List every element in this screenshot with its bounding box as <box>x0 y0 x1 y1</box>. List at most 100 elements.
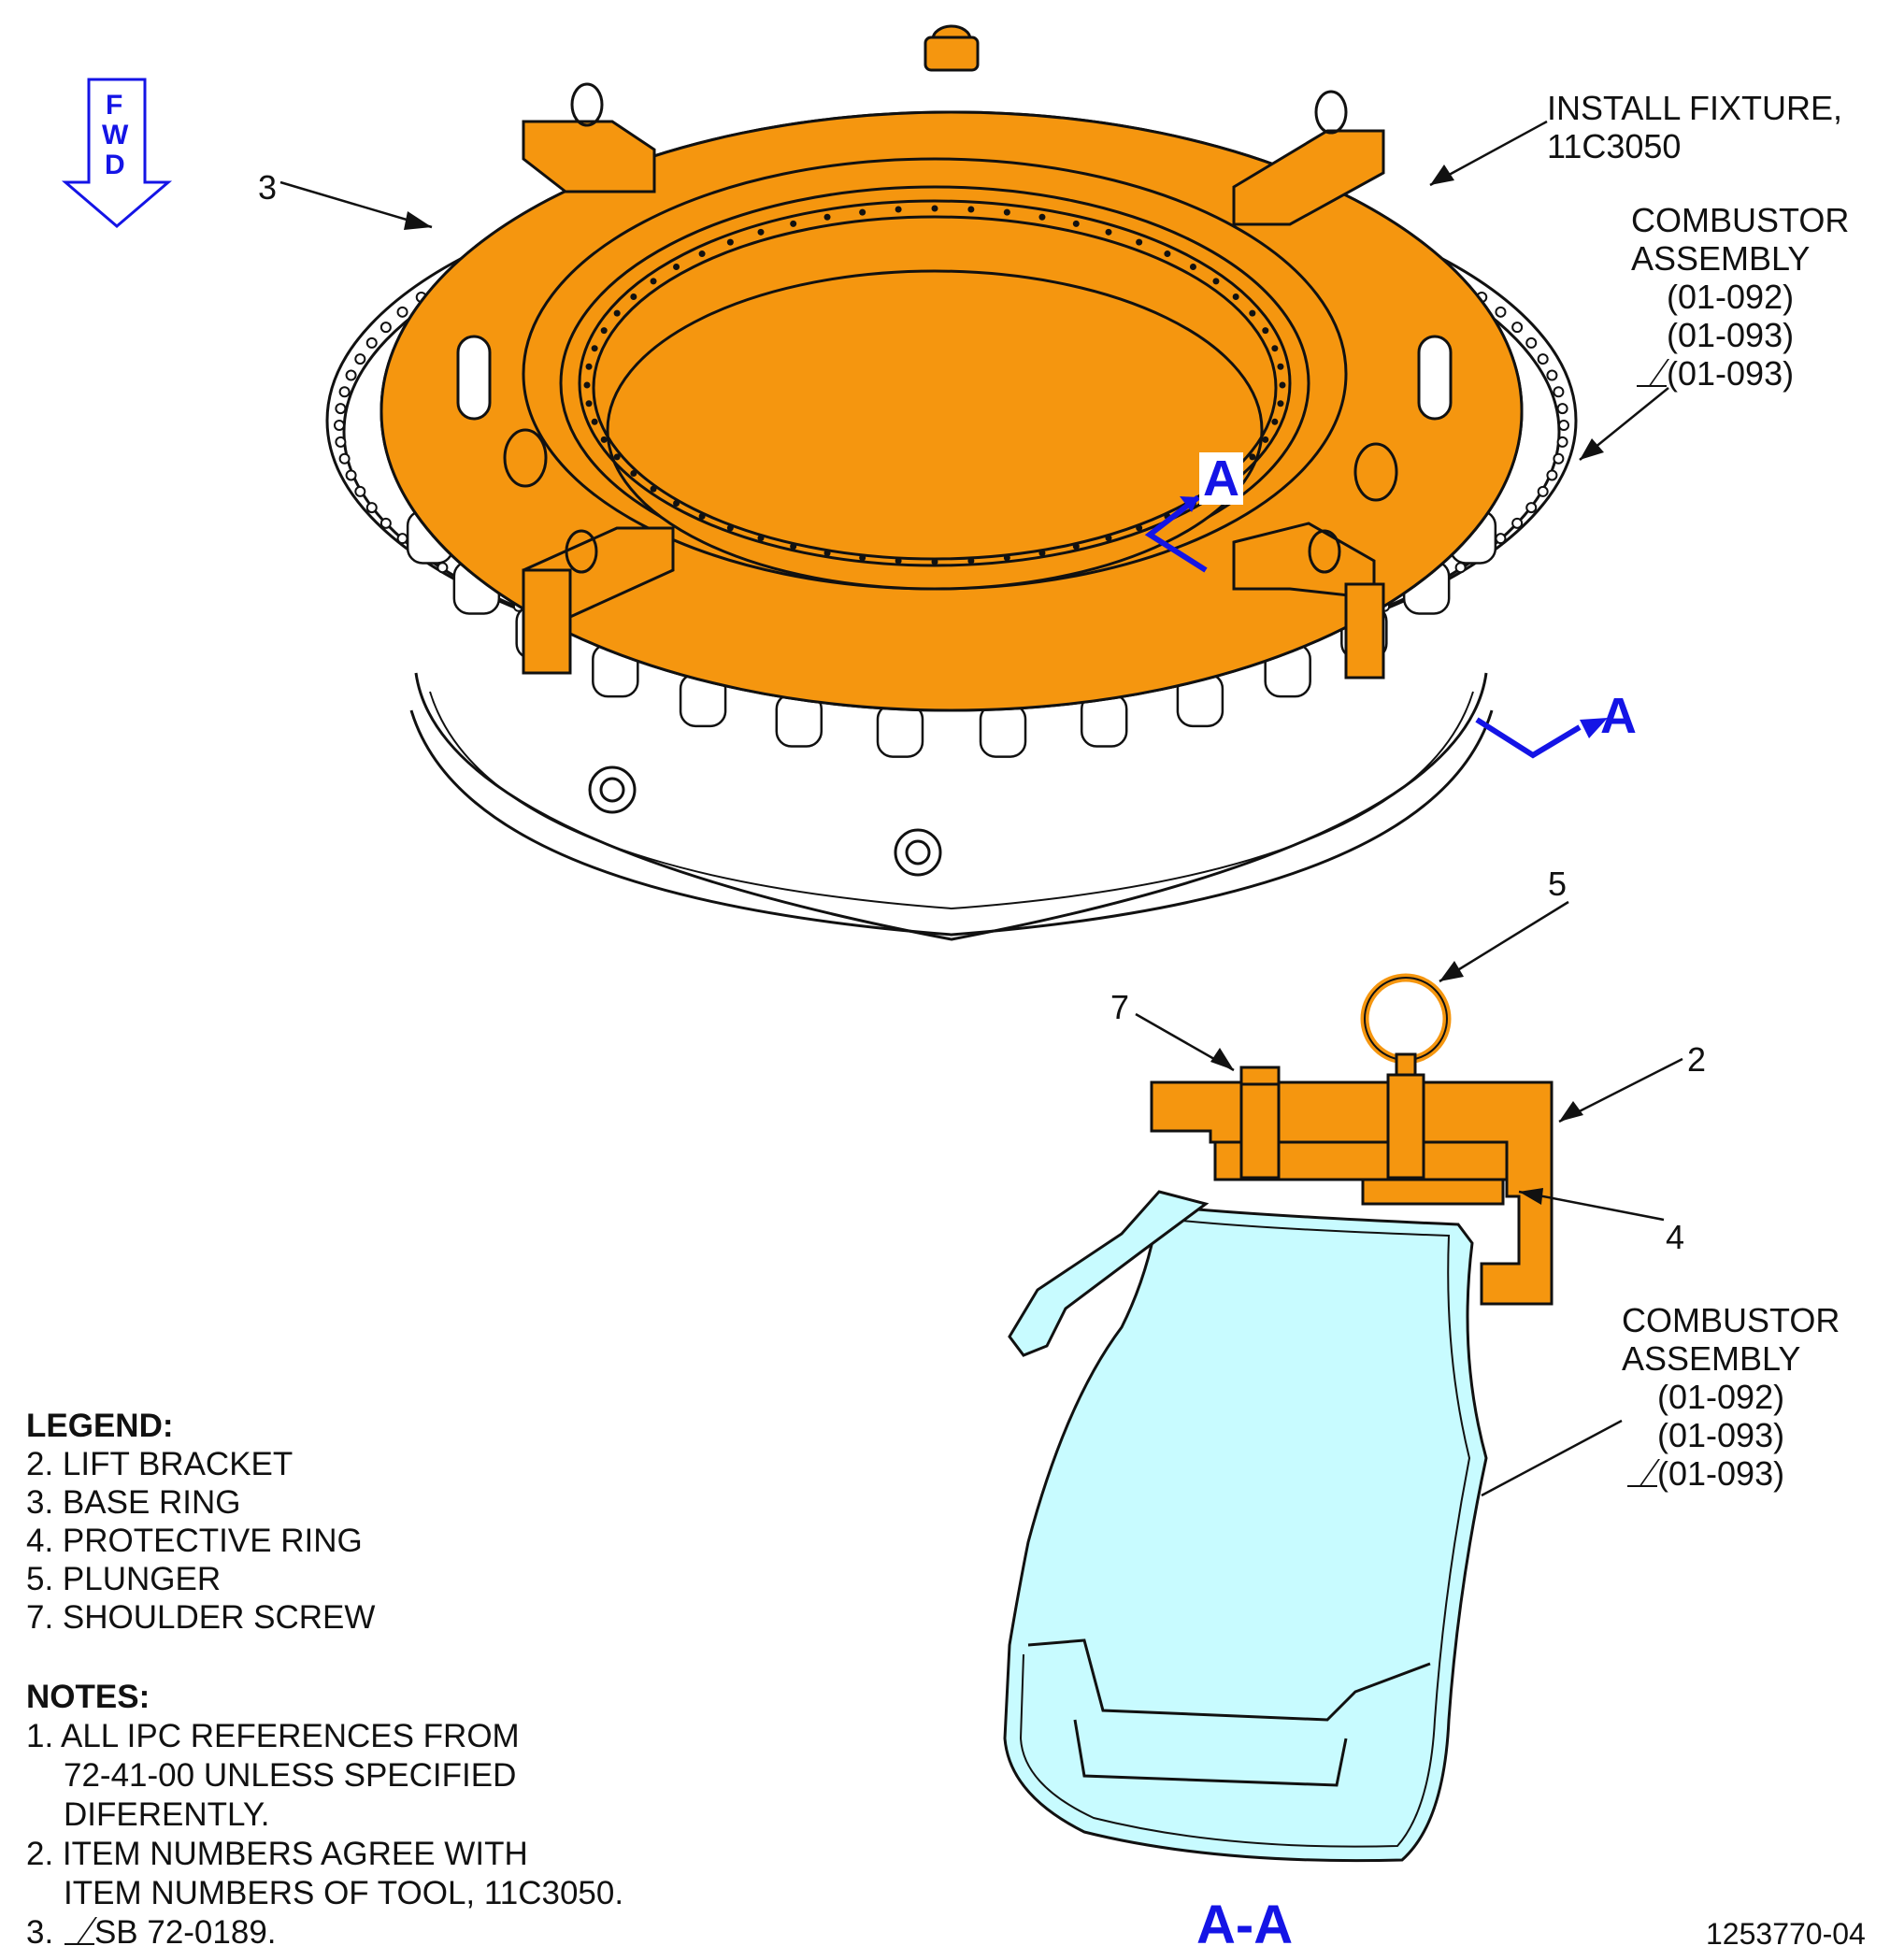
band-hole <box>895 206 902 213</box>
callout-combustor-bottom: COMBUSTOR ASSEMBLY (01-092) (01-093) (01… <box>1622 1301 1840 1493</box>
band-hole <box>859 554 866 562</box>
combustor-top-line-3: (01-092) <box>1667 278 1795 316</box>
lift-brackets <box>522 120 1385 680</box>
band-hole <box>931 205 938 212</box>
band-hole <box>613 309 621 317</box>
note-1-line-2: 72-41-00 UNLESS SPECIFIED <box>64 1757 517 1794</box>
flange-bolt-hole <box>1546 369 1558 381</box>
flange-bolt-hole <box>365 502 378 514</box>
combustor-section-aa <box>1003 1190 1488 1863</box>
install-fixture-line-1: INSTALL FIXTURE, <box>1547 89 1843 127</box>
flange-bolt-hole <box>338 452 351 465</box>
sb-triangle-icon <box>1635 361 1667 389</box>
flange-bolt-hole <box>1454 562 1467 574</box>
band-hole <box>1249 309 1256 317</box>
band-hole <box>1038 550 1046 557</box>
legend-item: 3. BASE RING <box>26 1484 241 1521</box>
band-hole <box>1249 453 1256 461</box>
callout-item-7: 7 <box>1110 988 1130 1026</box>
band-hole <box>1072 220 1080 227</box>
sb-triangle-icon <box>63 1919 94 1947</box>
band-hole <box>757 228 765 236</box>
flange-bolt-hole <box>1537 353 1549 365</box>
band-hole <box>591 418 598 425</box>
band-hole <box>967 206 975 213</box>
band-hole <box>1164 250 1171 258</box>
flange-bolt-hole <box>1495 533 1507 545</box>
band-hole <box>1003 554 1010 562</box>
band-hole <box>1038 213 1046 221</box>
band-hole <box>673 264 680 271</box>
flange-bolt-hole <box>1511 517 1524 529</box>
flange-bolt-hole <box>1537 485 1549 497</box>
flange-bolt-hole <box>338 386 351 398</box>
flange-bolt-hole <box>354 485 366 497</box>
fwd-letter-d: D <box>105 150 125 180</box>
fwd-arrow-icon <box>61 78 173 228</box>
combustor-bottom-line-3: (01-092) <box>1657 1378 1785 1416</box>
band-hole <box>650 485 657 493</box>
band-hole <box>1271 418 1279 425</box>
band-hole <box>726 238 734 246</box>
flange-bolt-hole <box>1558 420 1569 431</box>
band-hole <box>698 250 706 258</box>
band-hole <box>1271 345 1279 352</box>
section-title-aa: A-A <box>1196 1895 1294 1955</box>
flange-bolt-hole <box>1525 336 1538 349</box>
callout-install-fixture: INSTALL FIXTURE, 11C3050 <box>1547 89 1842 165</box>
band-hole <box>859 208 866 216</box>
combustor-top-line-4: (01-093) <box>1667 316 1795 354</box>
flange-bolt-hole <box>379 322 392 334</box>
band-hole <box>585 400 593 408</box>
band-hole <box>1105 228 1112 236</box>
liner-window <box>979 703 1027 758</box>
band-hole <box>1232 293 1239 300</box>
flange-bolt-hole <box>365 336 378 349</box>
flange-bolt-hole <box>1553 386 1565 398</box>
eye-bolts <box>503 24 1398 574</box>
notes-title: NOTES: <box>26 1679 150 1715</box>
legend-item: 5. PLUNGER <box>26 1561 222 1597</box>
combustor-bottom-line-2: ASSEMBLY <box>1622 1339 1801 1378</box>
legend-item: 2. LIFT BRACKET <box>26 1446 294 1482</box>
band-hole <box>1279 381 1286 389</box>
note-2-line-2: ITEM NUMBERS OF TOOL, 11C3050. <box>64 1875 624 1911</box>
note-3-number: 3. <box>26 1914 54 1951</box>
fwd-letter-f: F <box>106 90 123 121</box>
band-hole <box>1277 363 1284 370</box>
band-hole <box>630 470 637 477</box>
band-hole <box>673 499 680 507</box>
callout-combustor-top: COMBUSTOR ASSEMBLY (01-092) (01-093) (01… <box>1631 201 1849 393</box>
band-hole <box>600 327 608 335</box>
band-hole <box>630 293 637 300</box>
band-hole <box>757 535 765 542</box>
callout-item-4: 4 <box>1666 1218 1685 1256</box>
flange-bolt-hole <box>396 533 408 545</box>
flange-bolt-hole <box>335 436 347 448</box>
flange-bolt-hole <box>1556 403 1568 415</box>
flange-bolt-hole <box>379 517 392 529</box>
band-hole <box>583 381 591 389</box>
band-hole <box>591 345 598 352</box>
band-hole <box>726 524 734 532</box>
band-hole <box>1003 208 1010 216</box>
band-hole <box>1212 278 1220 285</box>
combustor-bottom-line-5: (01-093) <box>1657 1454 1785 1493</box>
band-hole <box>823 550 831 557</box>
flange-bolt-hole <box>1546 469 1558 481</box>
band-hole <box>931 558 938 565</box>
combustor-top-line-2: ASSEMBLY <box>1631 239 1811 278</box>
band-hole <box>1136 238 1143 246</box>
flange-bolt-hole <box>335 403 347 415</box>
flange-bolt-hole <box>345 469 357 481</box>
band-hole <box>1136 524 1143 532</box>
band-hole <box>650 278 657 285</box>
legend-item: 7. SHOULDER SCREW <box>26 1599 376 1636</box>
callout-item-2: 2 <box>1687 1040 1707 1079</box>
combustor-top-line-1: COMBUSTOR <box>1631 201 1850 239</box>
notes: NOTES: 1. ALL IPC REFERENCES FROM 72-41-… <box>26 1678 623 1953</box>
liner-window <box>876 703 924 758</box>
band-hole <box>967 557 975 565</box>
band-hole <box>895 557 902 565</box>
